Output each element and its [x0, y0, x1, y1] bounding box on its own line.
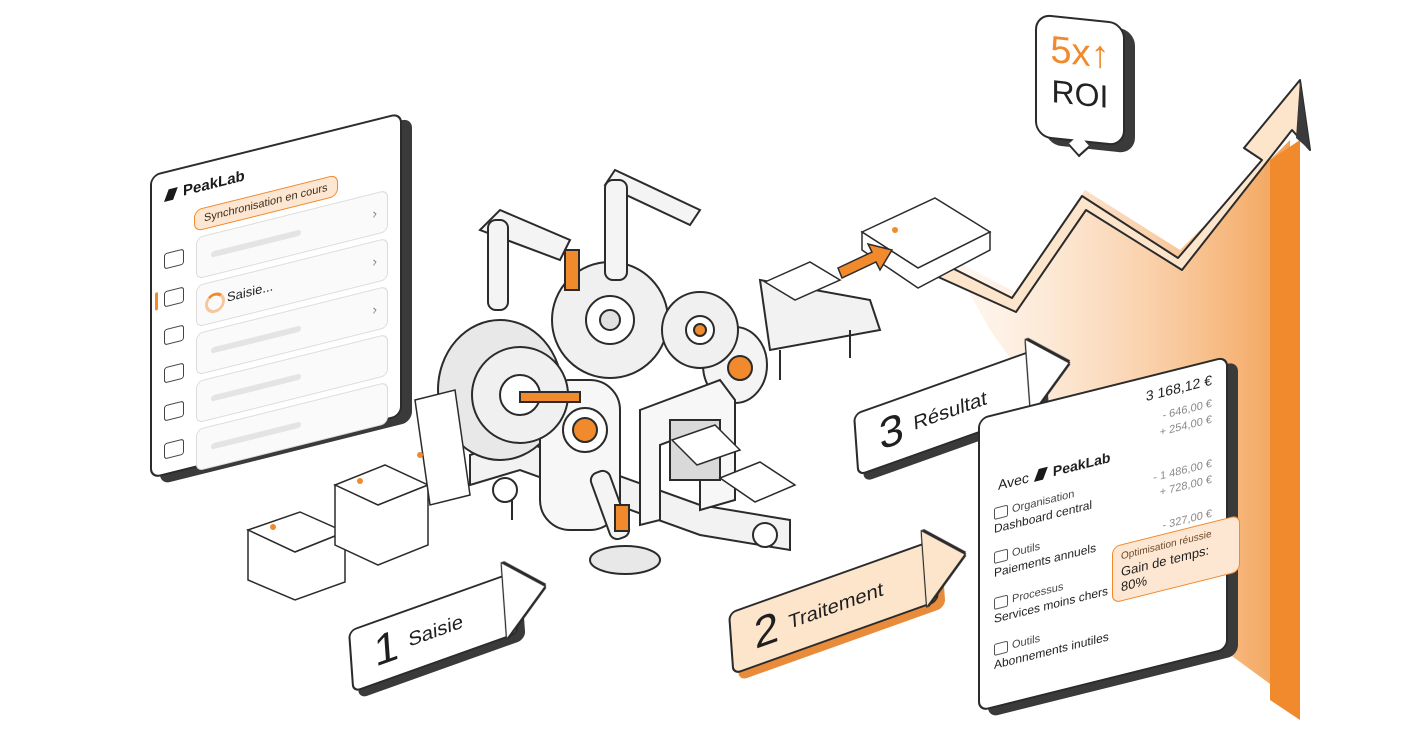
- app-panel-left: PeakLab Synchronisation en cours › Saisi…: [150, 112, 402, 479]
- arrow-up-icon: ↑: [1090, 33, 1110, 78]
- sync-list: › Saisie... › ›: [196, 189, 388, 478]
- brand-name: PeakLab: [1052, 448, 1111, 480]
- side-rail: [160, 247, 190, 482]
- chevron-right-icon: ›: [372, 300, 377, 318]
- roi-bubble: 5x↑ ROI: [1035, 13, 1125, 147]
- growth-area-right: [1270, 140, 1300, 720]
- lock-icon[interactable]: [164, 438, 184, 460]
- chevron-right-icon: ›: [372, 204, 377, 222]
- output-arrow: [837, 242, 894, 280]
- step-label: Saisie: [407, 610, 464, 652]
- chevron-right-icon: ›: [372, 252, 377, 270]
- step-label: Traitement: [787, 578, 884, 634]
- roi-label: ROI: [1051, 73, 1109, 115]
- peaklab-logo-icon: [1034, 467, 1048, 482]
- placeholder-bar: [211, 325, 301, 354]
- placeholder-bar: [211, 373, 301, 402]
- database-icon: [994, 594, 1008, 611]
- workflow-icon[interactable]: [164, 324, 184, 346]
- list-item-label: Saisie...: [227, 278, 274, 305]
- bar-chart-icon[interactable]: [164, 286, 184, 308]
- robot-arms: [478, 168, 702, 575]
- peaklab-logo-icon: [164, 187, 178, 202]
- folder-icon[interactable]: [164, 248, 184, 270]
- brand-name: PeakLab: [183, 167, 245, 200]
- database-icon[interactable]: [164, 400, 184, 422]
- conveyor-right: [758, 278, 882, 380]
- monitor-icon[interactable]: [164, 362, 184, 384]
- step-label: Résultat: [912, 386, 988, 435]
- brand: PeakLab: [164, 167, 245, 204]
- placeholder-bar: [211, 229, 301, 258]
- header-prefix: Avec: [998, 469, 1029, 494]
- loading-spinner-icon: [205, 290, 225, 316]
- results-panel: 3 168,12 € - 646,00 € + 254,00 € - 1 486…: [978, 355, 1240, 712]
- step-number: 3: [877, 403, 906, 460]
- monitor-icon: [994, 548, 1008, 565]
- machine: [437, 261, 768, 531]
- placeholder-bar: [211, 421, 301, 450]
- step-number: 1: [372, 620, 401, 677]
- document-stacks: [246, 197, 992, 601]
- check-icon: [994, 504, 1008, 521]
- monitor-icon: [994, 640, 1008, 657]
- step-number: 2: [752, 602, 781, 659]
- roi-multiplier: 5x↑: [1050, 28, 1110, 78]
